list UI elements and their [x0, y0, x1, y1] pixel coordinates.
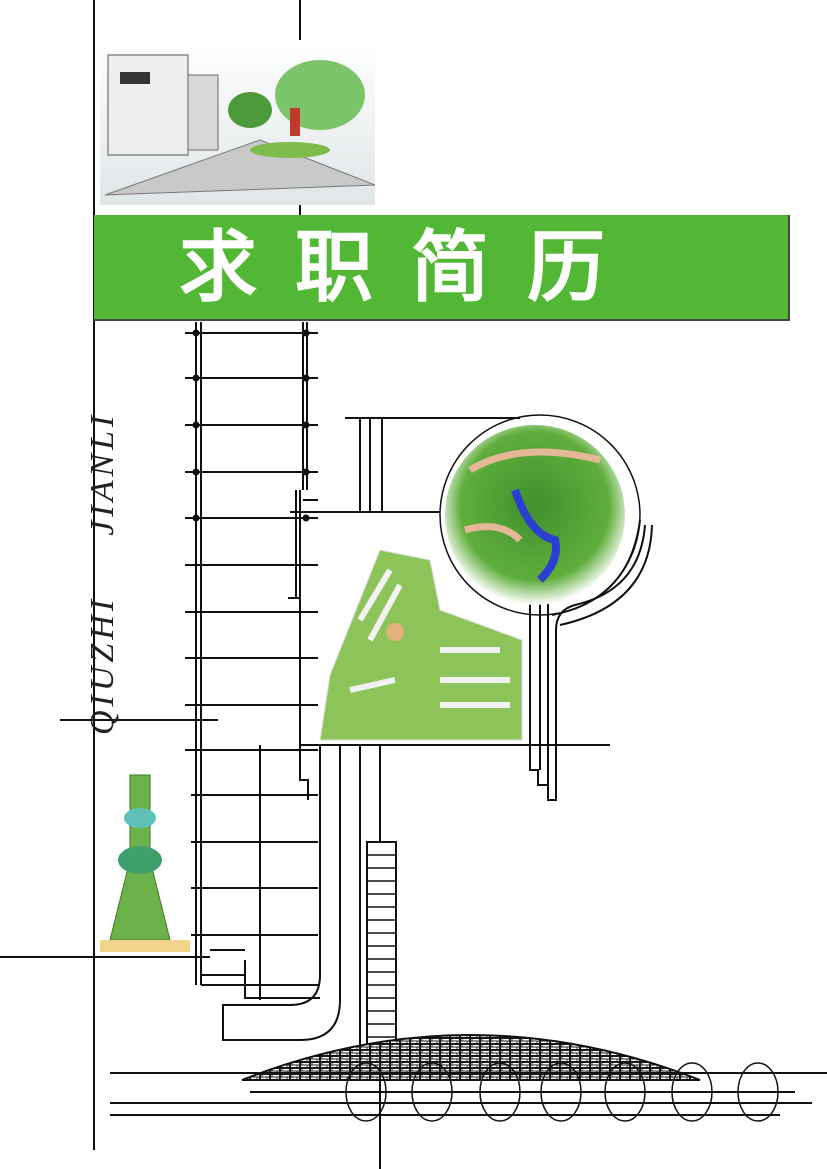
ladder-lines: [185, 322, 440, 1000]
rung-dot: [192, 374, 200, 382]
rung-dot: [302, 468, 310, 476]
tower-sketch: [96, 760, 191, 955]
wheel-circle: [411, 1062, 453, 1122]
title-banner: 求职简历: [94, 215, 790, 321]
pinyin-qiuzhi: QIUZHI: [84, 595, 121, 735]
wheel-circle: [540, 1062, 582, 1122]
page-title: 求职简历: [178, 223, 643, 313]
rung-dot: [192, 329, 200, 337]
site-plan: [319, 549, 523, 741]
rung-dot: [302, 329, 310, 337]
pinyin-jianli: JIANLI: [84, 411, 121, 536]
rung-dot: [192, 468, 200, 476]
wheel-circle: [604, 1062, 646, 1122]
street-sketch: [100, 40, 376, 205]
rung-dot: [302, 514, 310, 522]
vertical-pinyin-title: QIUZHI JIANLI: [84, 352, 122, 735]
rung-dot: [302, 421, 310, 429]
rung-dot: [192, 514, 200, 522]
rung-dot: [192, 421, 200, 429]
round-site-plan: [445, 425, 625, 605]
wheel-circle: [671, 1062, 713, 1122]
wheel-circle: [345, 1062, 387, 1122]
wheel-circle: [479, 1062, 521, 1122]
rung-dot: [302, 374, 310, 382]
wheel-circle: [737, 1062, 779, 1122]
